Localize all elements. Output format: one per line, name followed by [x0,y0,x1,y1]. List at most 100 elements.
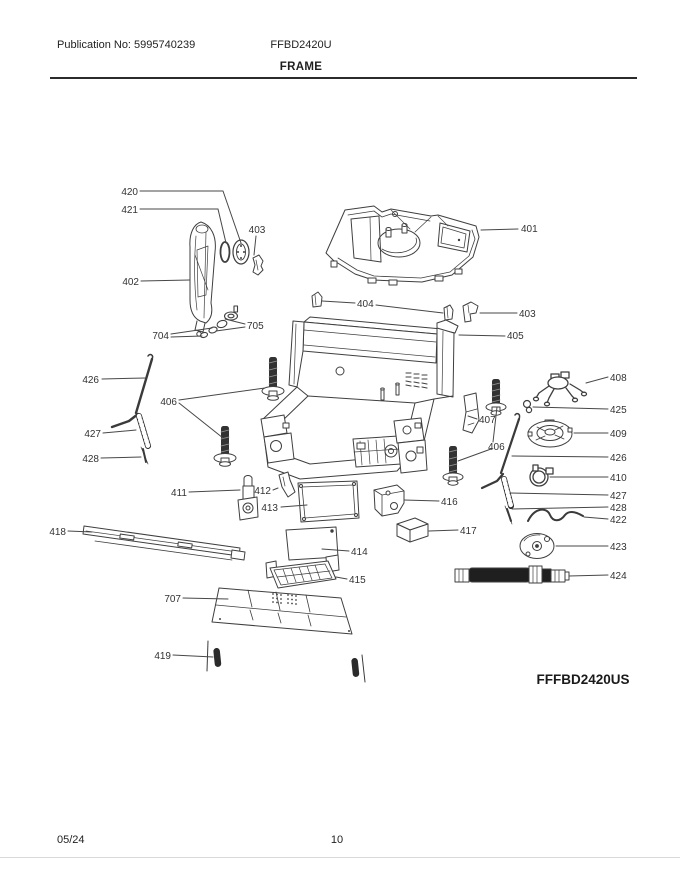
part-label: 412 [254,486,271,497]
part-409-impeller [527,419,573,448]
part-417-box-bracket [396,517,429,543]
leader-line [215,318,246,332]
leader-line [532,406,609,410]
part-404-clip-left [311,291,323,308]
part-label: 411 [171,488,187,499]
part-label: 410 [610,473,627,484]
part-424-hose [454,565,570,584]
part-412-bracket [278,471,296,498]
leader-line [172,654,214,658]
leader-line [170,327,213,338]
part-403-clip-right [462,301,479,323]
part-704-705-fasteners [199,305,239,339]
leader-line [139,190,242,244]
part-426-rod-right [480,412,521,490]
part-label: 418 [49,527,66,538]
part-label: 419 [154,651,171,662]
leader-lines [67,190,609,658]
leader-line [509,492,609,496]
leader-line [511,455,609,458]
leader-line [101,377,147,380]
part-labels: 420 421 403 402 704 705 401 404 403 405 … [49,187,627,662]
section-title: FRAME [279,61,323,73]
part-label: 409 [610,429,627,440]
part-label: 421 [121,205,138,216]
leader-line [100,456,142,459]
part-425-grommet [522,399,533,414]
part-label: 414 [351,547,368,558]
part-405-frame [260,316,459,480]
leader-line [511,506,609,510]
leader-line [253,235,257,256]
part-label: 406 [160,397,177,408]
part-418-rail [82,525,246,561]
part-label: 705 [247,321,264,332]
publication-number: Publication No: 5995740239 [57,39,196,51]
part-413-panel-frame [297,480,360,523]
leader-line [457,406,498,462]
part-423-disc [519,533,555,559]
leader-line [321,548,350,552]
part-422-wire [527,508,584,522]
part-label: 408 [610,373,627,384]
leader-line [568,574,609,577]
footer-page-number: 10 [330,834,344,846]
part-label: 707 [164,594,181,605]
part-label: 405 [507,331,524,342]
part-414-sheet [285,526,339,561]
part-label: 404 [357,299,374,310]
part-label: 402 [122,277,139,288]
footer-date: 05/24 [57,834,85,846]
part-426-rod-left [110,353,154,429]
part-410-clamp [529,464,554,487]
part-label: 403 [519,309,536,320]
part-420-disc [232,239,250,265]
footer-rule [0,857,680,858]
leader-line [335,576,348,580]
part-label: 417 [460,526,477,537]
part-707-kick-panel [211,587,353,635]
model-number: FFBD2420U [270,39,332,51]
part-label: 426 [610,453,627,464]
part-408-support-bracket [532,371,588,407]
part-label: 413 [261,503,278,514]
part-label: 425 [610,405,627,416]
part-428-pin-right [504,505,513,525]
header-rule [50,77,637,79]
leader-line [182,597,229,600]
part-403-clip-top [252,254,264,276]
leader-line [67,530,93,533]
part-label: 427 [610,491,627,502]
leader-line [102,429,137,434]
part-404-clip-right [443,304,454,321]
diagram-model-code: FFFBD2420US [536,672,629,687]
leader-line [403,499,440,502]
leader-line [139,208,227,244]
part-label: 422 [610,515,627,526]
leader-line [272,487,279,491]
part-label: 403 [249,225,266,236]
part-label: 428 [610,503,627,514]
part-label: 704 [152,331,169,342]
leader-line [467,415,478,420]
leader-line [140,279,191,282]
part-label: 423 [610,542,627,553]
leader-line [458,334,506,337]
part-label: 407 [479,415,496,426]
part-419-pads [206,640,366,683]
part-label: 415 [349,575,366,586]
leader-line [280,504,308,508]
part-416-bracket [373,484,405,517]
part-label: 426 [82,375,99,386]
part-401-base-pan [325,205,480,286]
panel-perforations [219,593,350,632]
part-label: 406 [488,442,505,453]
part-427-spring-right [501,476,514,509]
part-label: 427 [84,429,101,440]
part-427-spring-left [136,413,151,449]
leader-line [188,489,241,493]
part-421-ring [219,241,231,263]
leader-line [428,529,459,532]
part-407-bracket [462,392,480,434]
